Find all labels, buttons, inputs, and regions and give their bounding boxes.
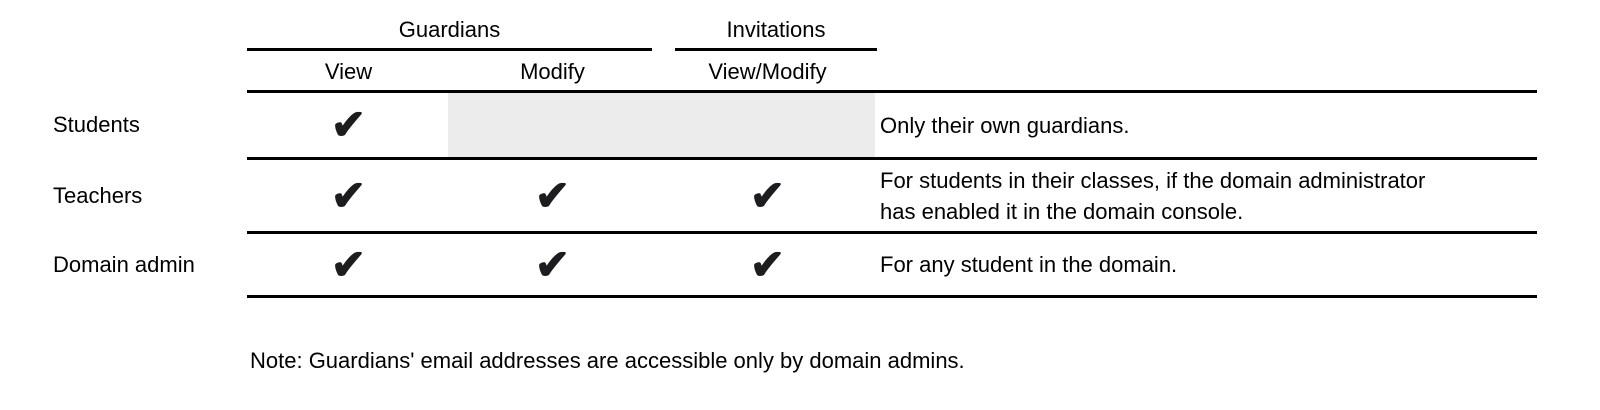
students-no-permission-shaded-cell: [448, 93, 875, 157]
column-header-view: View: [324, 59, 373, 84]
check-icon: ✔: [330, 100, 367, 149]
table-row-students: Students ✔ ✔ ✔ Only their own guardians.: [50, 93, 1537, 157]
invitations-group-underline: [675, 48, 877, 51]
row-note-students: Only their own guardians.: [880, 112, 1130, 138]
check-icon: ✔: [534, 170, 571, 220]
check-icon: ✔: [330, 170, 367, 220]
row-note-domain-admin: For any student in the domain.: [880, 252, 1178, 277]
column-group-label-guardians: Guardians: [398, 17, 501, 42]
row-rule-after-teachers: [247, 231, 1537, 234]
row-note-teachers: For students in their classes, if the do…: [880, 167, 1426, 224]
table-row-domain-admin: Domain admin ✔ ✔ ✔ For any student in th…: [50, 234, 1537, 295]
check-icon: ✔: [749, 170, 786, 220]
cell-domain-admin-guardians-modify: ✔: [450, 239, 655, 289]
cell-students-guardians-modify: ✔: [450, 104, 655, 146]
header-rule: [247, 90, 1537, 93]
column-header-view-modify: View/Modify: [708, 59, 827, 84]
cell-domain-admin-guardians-view: ✔: [247, 239, 450, 289]
cell-teachers-guardians-modify: ✔: [450, 170, 655, 220]
cell-teachers-invitations-view-modify: ✔: [655, 170, 880, 220]
cell-domain-admin-invitations-view-modify: ✔: [655, 239, 880, 289]
cell-students-invitations-view-modify: ✔: [655, 104, 880, 146]
row-label-teachers: Teachers: [53, 182, 143, 208]
check-icon: ✔: [330, 239, 367, 289]
footnote: Note: Guardians' email addresses are acc…: [250, 348, 965, 373]
cell-students-guardians-view: ✔: [247, 100, 450, 149]
check-icon: ✔: [534, 239, 571, 289]
row-label-domain-admin: Domain admin: [53, 251, 195, 277]
cell-teachers-guardians-view: ✔: [247, 170, 450, 220]
column-group-label-invitations: Invitations: [726, 17, 826, 42]
guardians-group-underline: [247, 48, 652, 51]
table-row-teachers: Teachers ✔ ✔ ✔ For students in their cla…: [50, 160, 1537, 231]
row-label-students: Students: [53, 112, 140, 137]
check-icon: ✔: [749, 239, 786, 289]
column-header-modify: Modify: [520, 59, 585, 84]
row-rule-after-students: [247, 157, 1537, 160]
row-rule-after-domain-admin: [247, 295, 1537, 298]
